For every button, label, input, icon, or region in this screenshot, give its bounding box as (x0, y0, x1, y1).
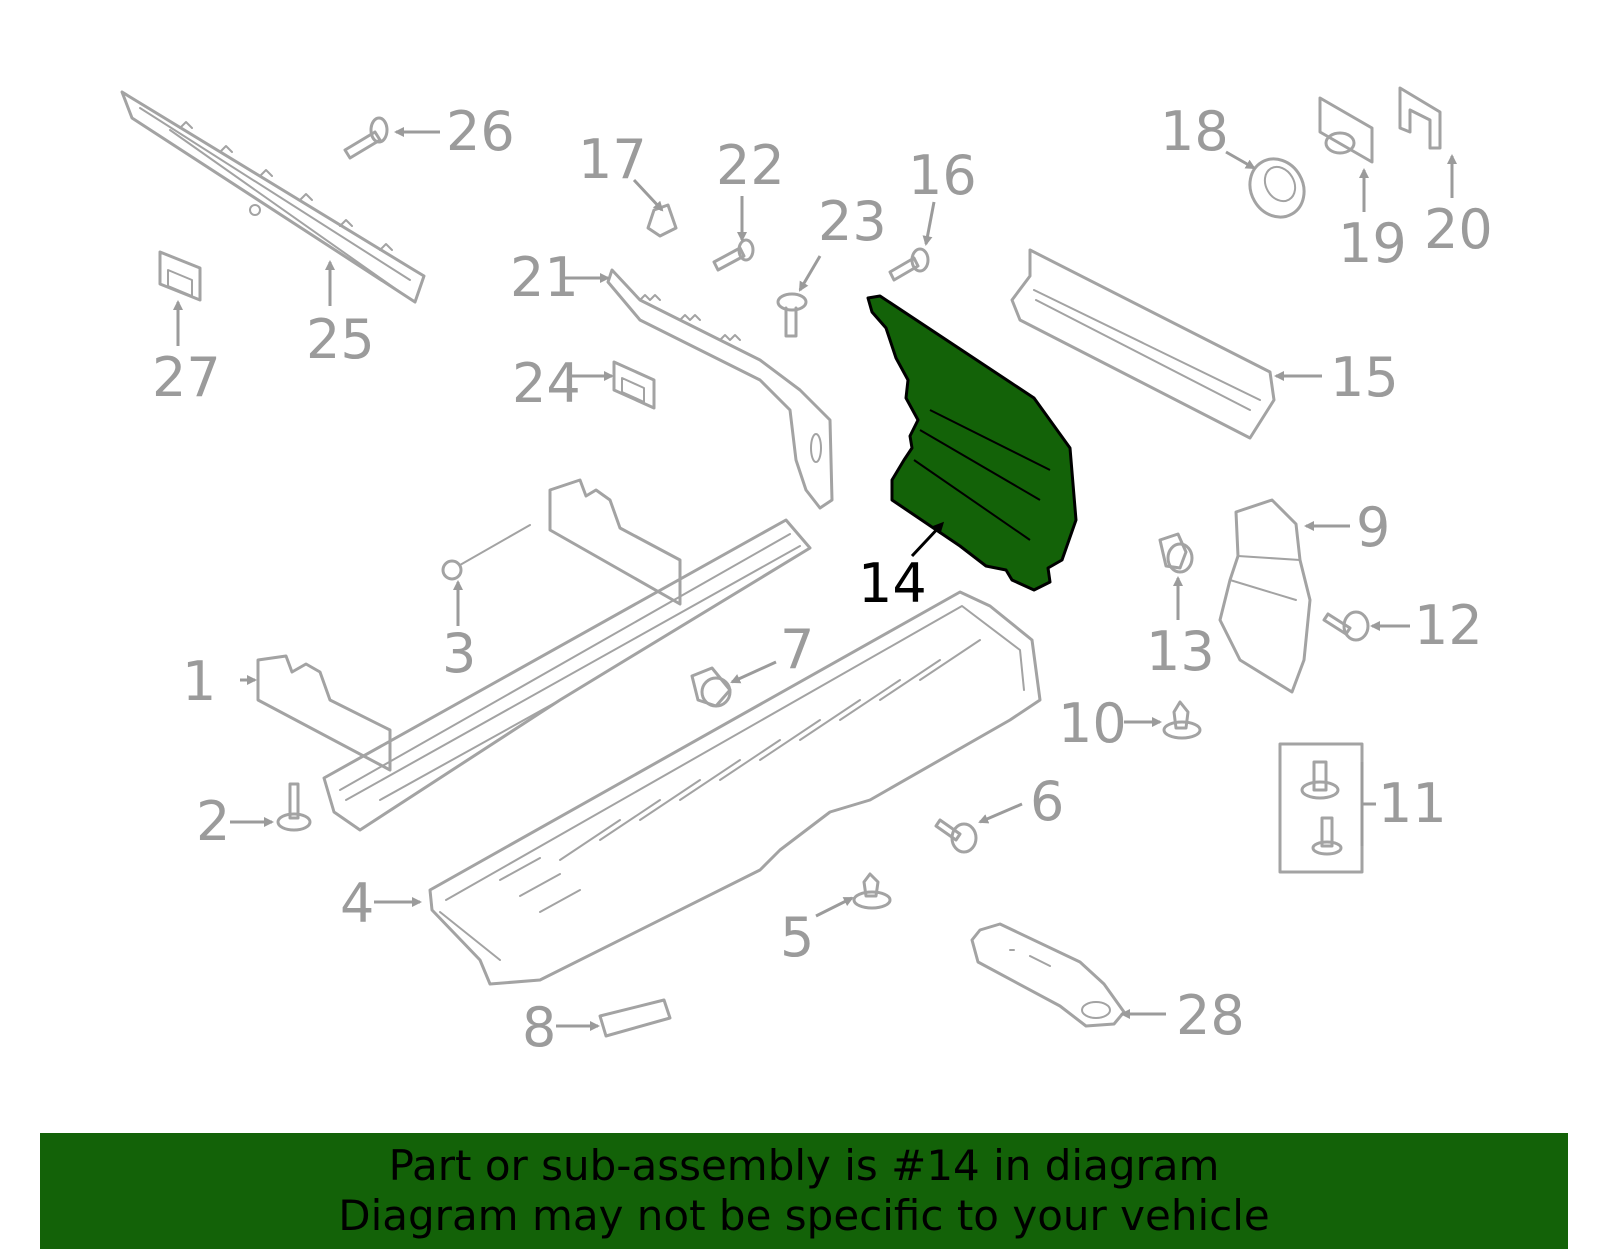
callout-18: 18 (1160, 100, 1229, 163)
leader-lines (173, 127, 1457, 1031)
callout-14: 14 (858, 552, 927, 615)
part-24-clip (612, 360, 656, 410)
part-27-clip (158, 250, 202, 302)
callout-25: 25 (306, 308, 375, 371)
callout-16: 16 (908, 144, 977, 207)
callout-6: 6 (1030, 770, 1064, 833)
part-25-absorber (120, 90, 426, 304)
callout-8: 8 (522, 996, 556, 1059)
callout-11: 11 (1378, 772, 1447, 835)
part-7-retainer (690, 666, 732, 708)
callout-19: 19 (1338, 212, 1407, 275)
part-11-kit (1278, 742, 1364, 874)
callout-7: 7 (780, 618, 814, 681)
part-13-retainer (1158, 532, 1194, 574)
part-6-bolt (934, 818, 978, 854)
callout-15: 15 (1330, 346, 1399, 409)
banner-line-1: Part or sub-assembly is #14 in diagram (388, 1141, 1220, 1190)
part-28-tow-bracket (970, 922, 1126, 1028)
callout-20: 20 (1424, 198, 1493, 261)
part-4-step-pad (428, 590, 1042, 986)
part-12-bolt (1322, 610, 1370, 642)
part-23-nut (776, 292, 808, 338)
callout-28: 28 (1176, 984, 1245, 1047)
part-8-reflector (598, 998, 672, 1038)
callout-2: 2 (196, 790, 230, 853)
callout-27: 27 (152, 346, 221, 409)
part-22-bolt (712, 238, 755, 272)
part-14-highlighted (866, 294, 1078, 592)
part-2-stud (276, 782, 312, 832)
part-18-grommet (1248, 157, 1306, 219)
callout-1: 1 (182, 650, 216, 713)
part-5-push-pin (852, 872, 892, 910)
banner-line-2: Diagram may not be specific to your vehi… (338, 1191, 1270, 1240)
part-10-push-pin (1162, 700, 1202, 740)
part-15-bracket (1010, 248, 1276, 440)
callout-23: 23 (818, 190, 887, 253)
callout-10: 10 (1058, 692, 1127, 755)
callout-24: 24 (512, 352, 581, 415)
part-19-sensor-bracket (1318, 96, 1374, 164)
callout-9: 9 (1356, 496, 1390, 559)
part-9-deflector (1218, 498, 1312, 694)
callout-13: 13 (1146, 620, 1215, 683)
callout-26: 26 (446, 100, 515, 163)
bumper-reinforcement-beam (322, 518, 812, 832)
info-banner: Part or sub-assembly is #14 in diagram D… (40, 1133, 1568, 1249)
part-21-reinforcement (606, 268, 834, 510)
part-20-bracket (1398, 86, 1442, 150)
callout-3: 3 (442, 622, 476, 685)
part-16-bolt (888, 247, 930, 282)
callout-17: 17 (578, 128, 647, 191)
callout-12: 12 (1414, 594, 1483, 657)
callout-21: 21 (510, 246, 579, 309)
part-1-bracket (256, 478, 682, 772)
callout-22: 22 (716, 134, 785, 197)
part-17-retainer (646, 203, 678, 238)
callout-4: 4 (340, 872, 374, 935)
part-26-bolt (343, 116, 389, 160)
callout-5: 5 (780, 906, 814, 969)
